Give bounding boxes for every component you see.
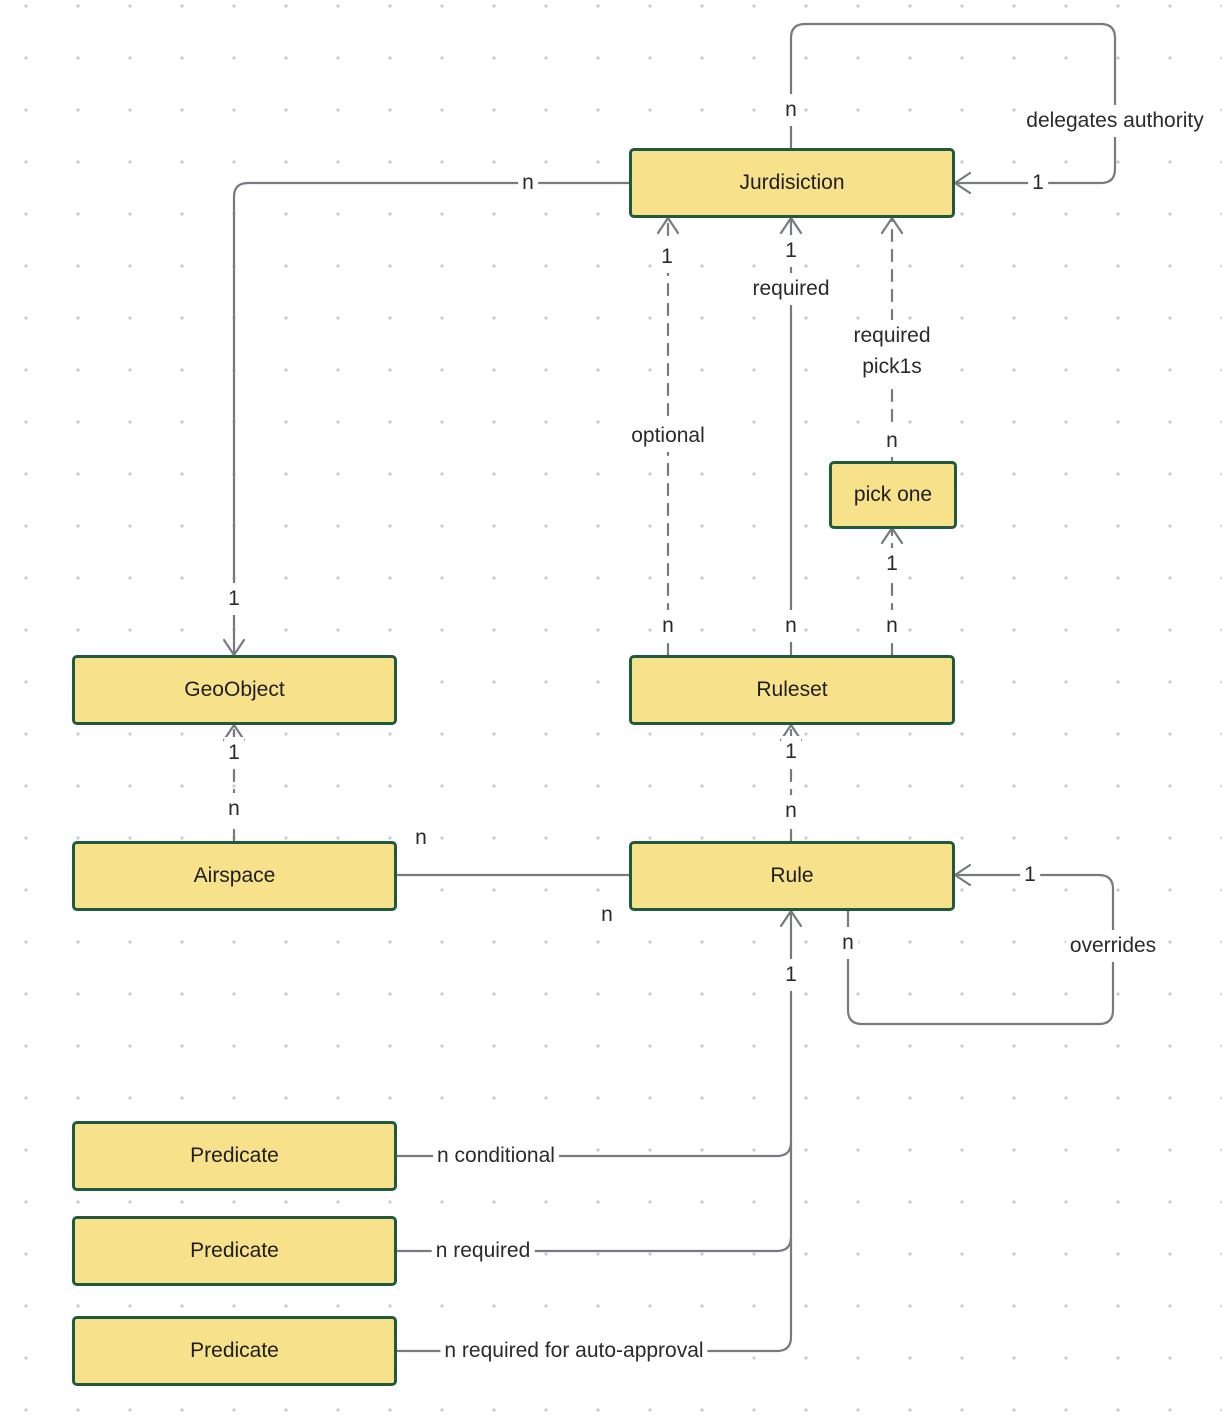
label-overrides: overrides — [1065, 930, 1161, 962]
edge-rule-self — [846, 873, 1115, 1026]
node-pick-one[interactable]: pick one — [829, 461, 957, 529]
mult-airspace-geoobject-from: n — [224, 793, 244, 825]
label-n-required-auto-approval: n required for auto-approval — [440, 1335, 708, 1367]
node-airspace[interactable]: Airspace — [72, 841, 397, 911]
node-predicate-2[interactable]: Predicate — [72, 1216, 397, 1286]
arrowhead-jurisdiction-mid — [779, 216, 803, 235]
mult-rule-ruleset-from: n — [781, 795, 801, 827]
mult-airspace-geoobject-to: 1 — [224, 737, 244, 769]
edge-jurisdiction-self — [789, 22, 1117, 185]
node-rule[interactable]: Rule — [629, 841, 955, 911]
mult-predicates-rule-to: 1 — [781, 959, 801, 991]
mult-required-from: n — [781, 610, 801, 642]
label-required-pick1s: required pick1s — [849, 320, 935, 382]
mult-required-to: 1 — [781, 235, 801, 267]
arrowhead-jurisdiction-right — [880, 216, 904, 235]
mult-ruleset-pickone-to: 1 — [882, 548, 902, 580]
mult-optional-to: 1 — [657, 241, 677, 273]
arrowhead-jurisdiction-left — [656, 216, 680, 235]
node-ruleset[interactable]: Ruleset — [629, 655, 955, 725]
mult-jurisdiction-self-to: 1 — [1028, 167, 1048, 199]
label-delegates-authority: delegates authority — [1022, 105, 1208, 137]
mult-jurisdiction-geoobject-to: 1 — [224, 583, 244, 615]
edge-jurisdiction-geoobject — [232, 181, 631, 657]
mult-rule-self-from: n — [838, 927, 858, 959]
mult-ruleset-pickone-from: n — [882, 610, 902, 642]
arrowhead-rule-self — [953, 863, 972, 887]
arrowhead-geoobject-bottom — [222, 723, 246, 742]
mult-rule-ruleset-to: 1 — [781, 736, 801, 768]
mult-airspace-rule-airspace: n — [411, 822, 431, 854]
node-predicate-1[interactable]: Predicate — [72, 1121, 397, 1191]
mult-jurisdiction-geoobject-from: n — [518, 167, 538, 199]
mult-optional-from: n — [658, 610, 678, 642]
mult-airspace-rule-rule: n — [597, 899, 617, 931]
mult-pickone-jurisdiction-from: n — [882, 425, 902, 457]
arrowhead-jurisdiction-self — [953, 171, 972, 195]
arrowhead-rule-bottom — [779, 909, 803, 928]
edge-predicate-3-rule — [394, 909, 793, 1353]
label-n-required: n required — [431, 1235, 535, 1267]
label-n-conditional: n conditional — [433, 1140, 559, 1172]
node-predicate-3[interactable]: Predicate — [72, 1316, 397, 1386]
node-jurisdiction[interactable]: Jurdisiction — [629, 148, 955, 218]
label-optional: optional — [627, 420, 709, 452]
mult-jurisdiction-self-from: n — [781, 94, 801, 126]
label-required: required — [748, 273, 834, 305]
arrowhead-ruleset — [779, 723, 803, 742]
mult-rule-self-to: 1 — [1020, 859, 1040, 891]
node-geoobject[interactable]: GeoObject — [72, 655, 397, 725]
